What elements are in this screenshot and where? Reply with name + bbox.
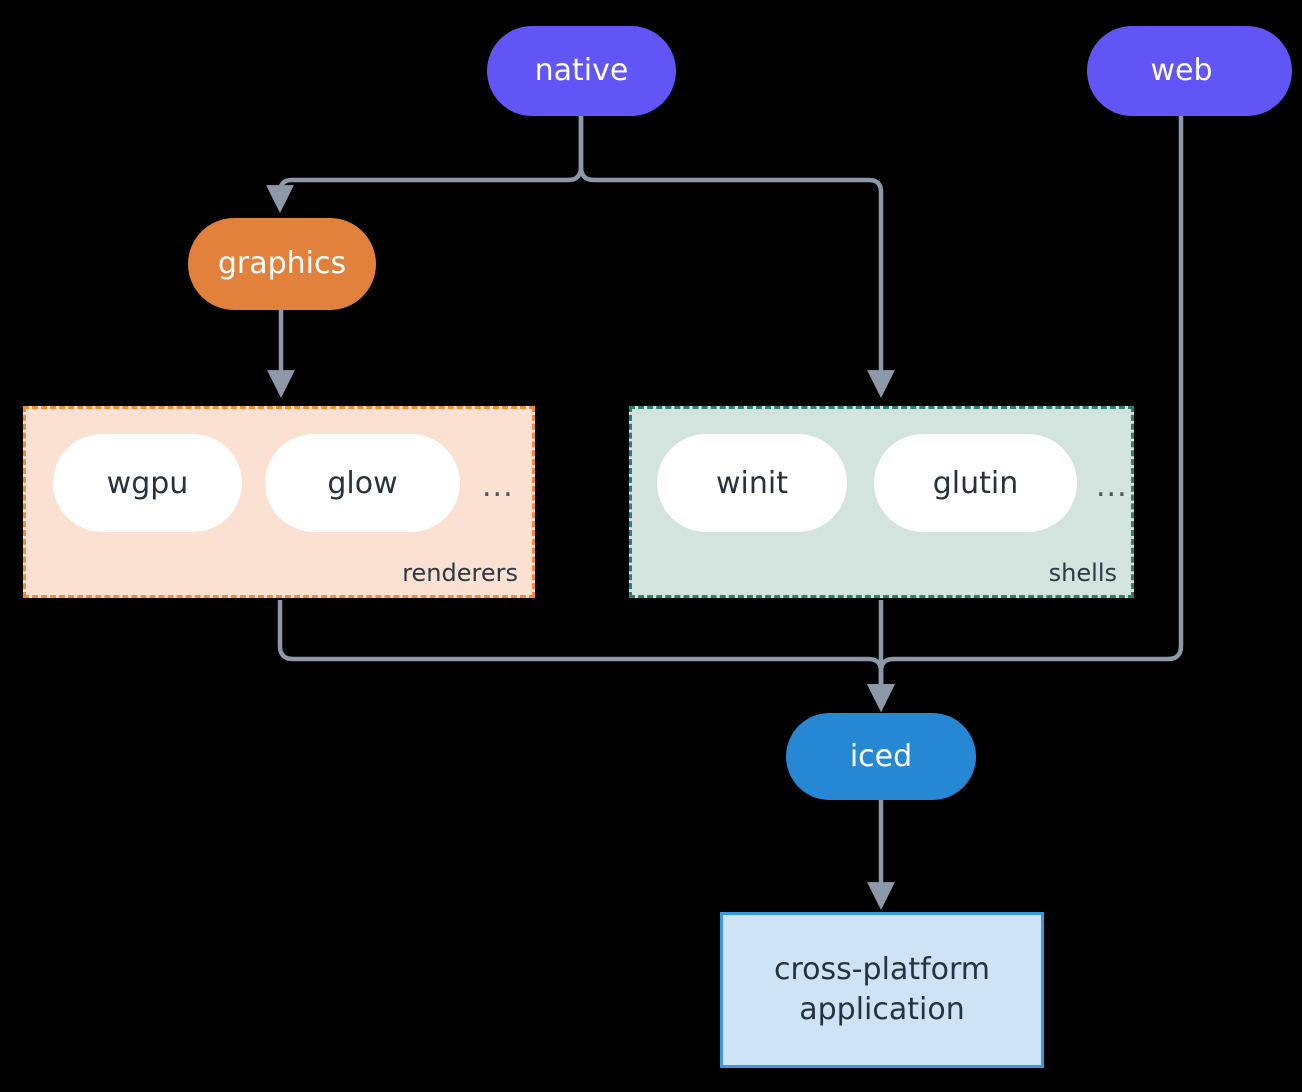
renderers-overflow-ellipsis: ... <box>482 469 514 504</box>
pill-glutin-label: glutin <box>932 465 1019 501</box>
edge-native-fork <box>266 115 584 214</box>
node-native[interactable]: native <box>487 26 676 116</box>
pill-winit[interactable]: winit <box>657 434 847 532</box>
node-application-label-line2: application <box>799 992 965 1027</box>
node-native-label: native <box>534 53 629 89</box>
cluster-shells-label: shells <box>1048 559 1117 587</box>
node-graphics-label: graphics <box>217 246 347 282</box>
node-graphics[interactable]: graphics <box>188 218 376 310</box>
cluster-renderers: wgpu glow ... renderers <box>23 406 535 598</box>
pill-glow-label: glow <box>327 465 398 501</box>
shells-overflow-ellipsis: ... <box>1096 469 1128 504</box>
pill-wgpu-label: wgpu <box>106 465 189 501</box>
node-web[interactable]: web <box>1087 26 1292 116</box>
node-web-label: web <box>1150 53 1213 89</box>
edge-renderers-iced <box>277 600 895 713</box>
pill-winit-label: winit <box>716 465 788 501</box>
pill-glutin[interactable]: glutin <box>874 434 1077 532</box>
node-iced-label: iced <box>849 738 913 774</box>
pill-wgpu[interactable]: wgpu <box>53 434 242 532</box>
node-application[interactable]: cross-platform application <box>720 912 1044 1068</box>
cluster-shells: winit glutin ... shells <box>629 406 1134 598</box>
node-application-label-line1: cross-platform <box>773 951 991 987</box>
edge-native-shells <box>578 115 895 399</box>
node-iced[interactable]: iced <box>786 713 976 800</box>
cluster-renderers-label: renderers <box>402 559 518 587</box>
pill-glow[interactable]: glow <box>265 434 460 532</box>
